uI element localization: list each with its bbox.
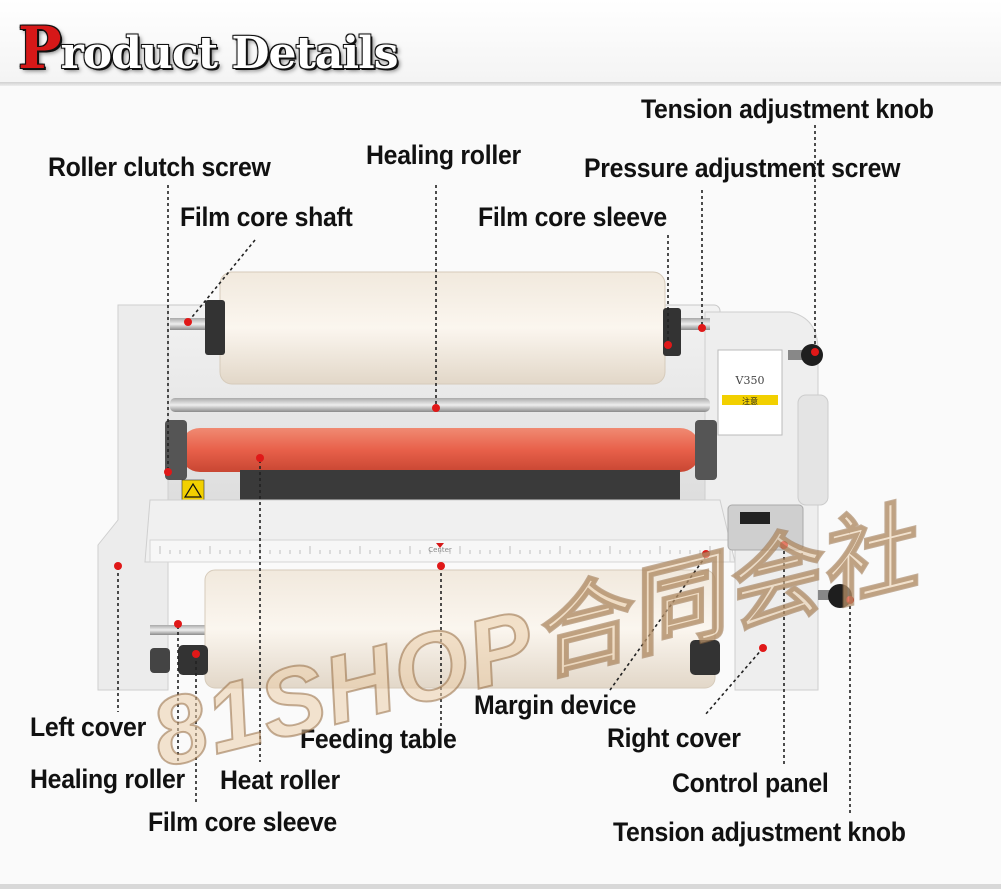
scale-ticks [159, 546, 721, 554]
caution-sticker [181, 479, 205, 501]
control-display [740, 512, 770, 524]
bottom-sleeve-left [178, 645, 208, 675]
dot-film-core-shaft [184, 318, 192, 326]
label-healing-roller-top: Healing roller [366, 140, 521, 170]
header-banner: Product Details [0, 0, 1001, 82]
label-film-core-sleeve-top: Film core sleeve [478, 202, 667, 232]
label-tension-knob-top: Tension adjustment knob [641, 94, 934, 124]
dot-control-panel [780, 541, 788, 549]
marker-dots [114, 318, 854, 658]
label-feeding-table: Feeding table [300, 724, 457, 754]
label-film-core-sleeve-bottom: Film core sleeve [148, 807, 337, 837]
title-rest: roduct Details [60, 28, 399, 79]
vent-grille [797, 394, 829, 506]
leader-right-cover [704, 647, 764, 716]
label-heat-roller: Heat roller [220, 765, 340, 795]
label-right-cover: Right cover [607, 723, 741, 753]
label-healing-roller-bottom: Healing roller [30, 764, 185, 794]
top-film-roll [170, 271, 710, 385]
bottom-film-roll [150, 569, 720, 689]
film-core-sleeve-left [205, 300, 225, 355]
dot-tension-knob-bottom [846, 596, 854, 604]
label-control-panel: Control panel [672, 768, 829, 798]
leader-lines [117, 125, 851, 815]
dot-tension-knob-top [811, 348, 819, 356]
dot-left-cover [114, 562, 122, 570]
warning-strip [722, 395, 778, 405]
healing-roller-bar [170, 398, 710, 412]
right-bearing [695, 420, 717, 480]
dot-feeding-table [437, 562, 445, 570]
label-left-cover: Left cover [30, 712, 146, 742]
title-initial: P [18, 14, 62, 82]
bottom-sleeve-right [690, 640, 720, 675]
label-roller-clutch-screw: Roller clutch screw [48, 152, 271, 182]
label-margin-device: Margin device [474, 690, 637, 720]
dot-margin-device [702, 550, 710, 558]
heat-roller [165, 420, 717, 480]
model-sticker: V350 注意 [717, 349, 783, 436]
bottom-border [0, 884, 1001, 889]
label-pressure-screw: Pressure adjustment screw [584, 153, 901, 183]
feeding-table: Center [144, 499, 736, 563]
roller-base [240, 470, 680, 500]
film-core-sleeve-right [663, 308, 681, 356]
dot-film-core-sleeve-top [664, 341, 672, 349]
page-title: Product Details [18, 14, 399, 82]
label-film-core-shaft: Film core shaft [180, 202, 353, 232]
dot-healing-roller-bottom [174, 620, 182, 628]
dot-healing-roller-top [432, 404, 440, 412]
dot-right-cover [759, 644, 767, 652]
header-divider [0, 82, 1001, 86]
dot-pressure-screw [698, 324, 706, 332]
dot-heat-roller [256, 454, 264, 462]
center-pointer [436, 543, 444, 548]
dot-film-core-sleeve-bottom [192, 650, 200, 658]
label-tension-knob-bottom: Tension adjustment knob [613, 817, 906, 847]
control-panel-unit [727, 504, 804, 551]
model-number: V350 [735, 374, 765, 387]
left-bearing [165, 420, 187, 480]
bottom-bearing-left [150, 648, 170, 673]
bottom-tension-knob [818, 584, 852, 608]
warning-text: 注意 [742, 396, 758, 406]
dot-roller-clutch-screw [164, 468, 172, 476]
